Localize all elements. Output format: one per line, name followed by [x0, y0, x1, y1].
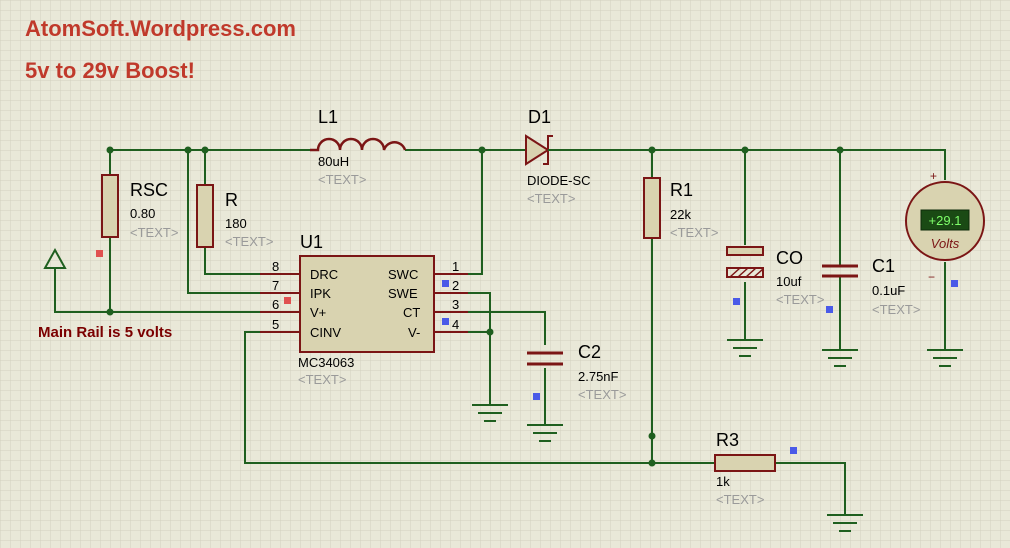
- rsc-value: 0.80: [130, 206, 155, 221]
- rsc-text-placeholder: <TEXT>: [130, 225, 178, 240]
- u1-pin-3-number: 3: [452, 297, 459, 312]
- voltmeter-display: [920, 209, 970, 231]
- d1-ref: D1: [528, 107, 551, 127]
- u1-part: MC34063: [298, 355, 354, 370]
- d1-text-placeholder: <TEXT>: [527, 191, 575, 206]
- u1-pin-4-name: V-: [408, 325, 420, 340]
- u1-pin-2-number: 2: [452, 278, 459, 293]
- u1-pin-5-number: 5: [272, 317, 279, 332]
- c1-value: 0.1uF: [872, 283, 905, 298]
- r3-value: 1k: [716, 474, 730, 489]
- r-text-placeholder: <TEXT>: [225, 234, 273, 249]
- voltmeter-plus: +: [930, 169, 937, 183]
- resistor-rsc[interactable]: RSC 0.80 <TEXT>: [101, 174, 178, 240]
- ground-icon: [527, 424, 563, 442]
- ground-icon: [727, 339, 763, 357]
- r1-ref: R1: [670, 180, 693, 200]
- main-rail-arrow-icon: [43, 247, 67, 269]
- probe-marker: [790, 447, 797, 454]
- u1-pin-1-number: 1: [452, 259, 459, 274]
- wires: [54, 149, 946, 515]
- c2-text-placeholder: <TEXT>: [578, 387, 626, 402]
- ground-icon: [927, 349, 963, 367]
- probe-marker: [951, 280, 958, 287]
- capacitor-co[interactable]: CO 10uf <TEXT>: [726, 246, 824, 307]
- ground-icon: [822, 349, 858, 367]
- inductor-l1[interactable]: L1 80uH <TEXT>: [310, 107, 407, 187]
- u1-pin-2-name: SWE: [388, 286, 418, 301]
- ground-icon: [472, 404, 508, 422]
- resistor-r[interactable]: R 180 <TEXT>: [196, 184, 273, 249]
- co-text-placeholder: <TEXT>: [776, 292, 824, 307]
- l1-value: 80uH: [318, 154, 349, 169]
- probe-marker: [733, 298, 740, 305]
- c2-value: 2.75nF: [578, 369, 619, 384]
- u1-pin-8-number: 8: [272, 259, 279, 274]
- ic-u1[interactable]: U1 MC34063 <TEXT> 8 DRC 7 IPK 6 V+ 5 CIN…: [260, 232, 468, 387]
- rsc-ref: RSC: [130, 180, 168, 200]
- voltmeter-reading: +29.1: [929, 213, 962, 228]
- u1-pin-4-number: 4: [452, 317, 459, 332]
- probe-marker: [533, 393, 540, 400]
- co-value: 10uf: [776, 274, 802, 289]
- u1-pin-7-name: IPK: [310, 286, 331, 301]
- diode-d1[interactable]: D1 DIODE-SC <TEXT>: [510, 107, 591, 206]
- c1-ref: C1: [872, 256, 895, 276]
- r1-value: 22k: [670, 207, 691, 222]
- junctions: [106, 146, 844, 467]
- u1-pin-6-number: 6: [272, 297, 279, 312]
- r3-text-placeholder: <TEXT>: [716, 492, 764, 507]
- voltmeter[interactable]: +29.1 Volts + −: [905, 169, 985, 284]
- probe-marker: [96, 250, 103, 257]
- resistor-r3[interactable]: R3 1k <TEXT>: [714, 430, 776, 507]
- u1-pin-5-name: CINV: [310, 325, 341, 340]
- u1-pin-1-name: SWC: [388, 267, 418, 282]
- r3-ref: R3: [716, 430, 739, 450]
- l1-ref: L1: [318, 107, 338, 127]
- u1-pin-8-name: DRC: [310, 267, 338, 282]
- u1-pin-7-number: 7: [272, 278, 279, 293]
- subtitle: 5v to 29v Boost!: [25, 58, 195, 83]
- resistor-r1[interactable]: R1 22k <TEXT>: [643, 177, 718, 240]
- r-ref: R: [225, 190, 238, 210]
- d1-value: DIODE-SC: [527, 173, 591, 188]
- l1-text-placeholder: <TEXT>: [318, 172, 366, 187]
- c1-text-placeholder: <TEXT>: [872, 302, 920, 317]
- capacitor-c1[interactable]: C1 0.1uF <TEXT>: [822, 256, 920, 317]
- u1-pin-6-name: V+: [310, 305, 326, 320]
- ground-icon: [827, 514, 863, 532]
- u1-text-placeholder: <TEXT>: [298, 372, 346, 387]
- c2-ref: C2: [578, 342, 601, 362]
- voltmeter-minus: −: [928, 270, 935, 284]
- r1-text-placeholder: <TEXT>: [670, 225, 718, 240]
- site-title: AtomSoft.Wordpress.com: [25, 16, 296, 41]
- probe-marker: [826, 306, 833, 313]
- voltmeter-unit: Volts: [931, 236, 960, 251]
- probe-marker: [442, 318, 449, 325]
- u1-ref: U1: [300, 232, 323, 252]
- u1-pin-3-name: CT: [403, 305, 420, 320]
- r-value: 180: [225, 216, 247, 231]
- probe-marker: [442, 280, 449, 287]
- probe-marker: [284, 297, 291, 304]
- co-ref: CO: [776, 248, 803, 268]
- capacitor-c2[interactable]: C2 2.75nF <TEXT>: [527, 342, 626, 402]
- main-rail-note: Main Rail is 5 volts: [38, 324, 172, 341]
